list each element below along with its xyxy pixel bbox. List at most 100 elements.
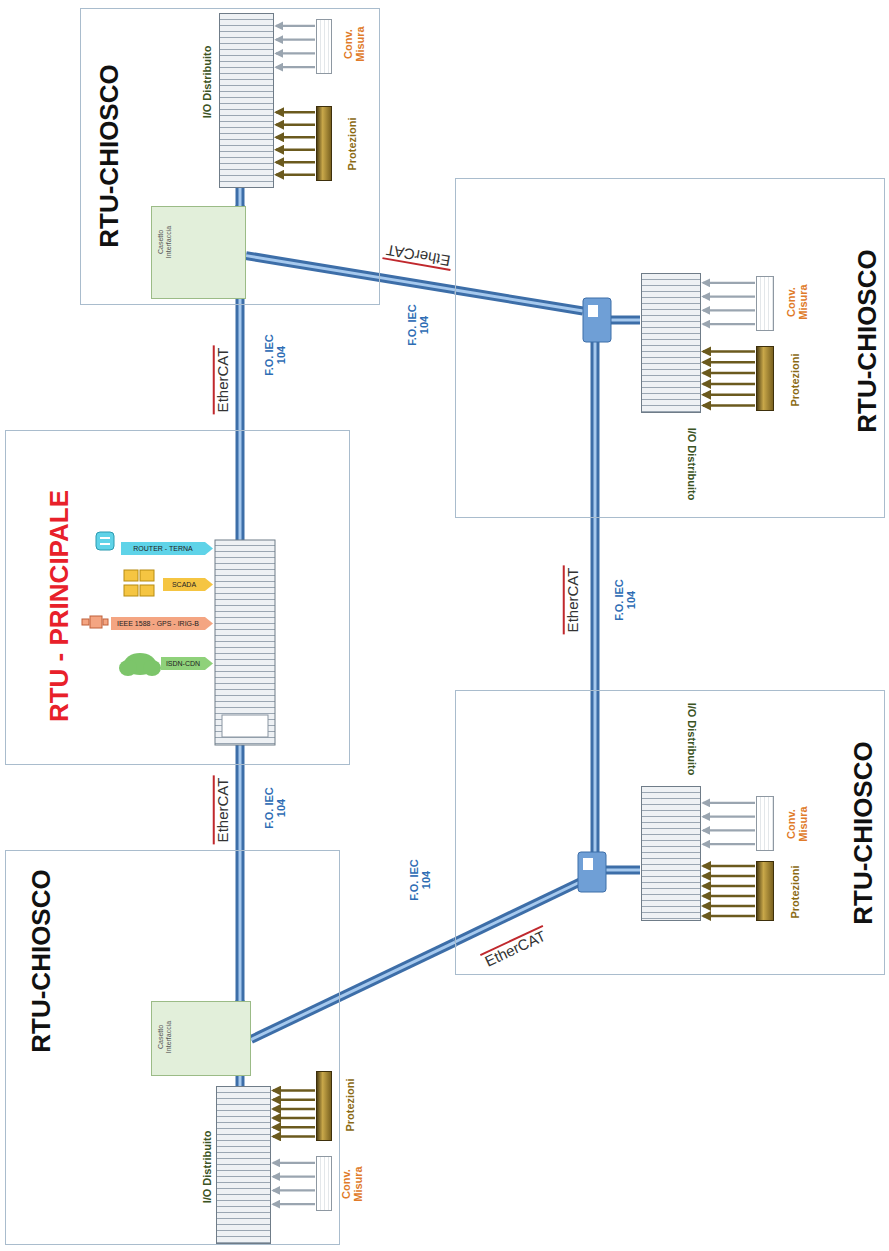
connector bbox=[276, 112, 315, 175]
protection-label: Protezioni bbox=[789, 865, 801, 918]
connector bbox=[273, 1163, 315, 1204]
edge-label: F.O. IEC 104 bbox=[408, 855, 432, 905]
drawing-part bbox=[588, 305, 598, 317]
connector-line bbox=[236, 765, 245, 1001]
connector-line bbox=[703, 905, 755, 908]
converter-label: Conv. Misura bbox=[342, 19, 366, 69]
connector bbox=[595, 518, 596, 690]
drawing-part bbox=[578, 852, 606, 892]
connector bbox=[240, 765, 241, 1001]
drawing-part bbox=[591, 342, 600, 517]
protection-box: Protezioni bbox=[756, 861, 774, 921]
drawing-part bbox=[140, 570, 154, 581]
region-box: RTU-CHIOSCOI/O DistribuitoConv. MisuraPr… bbox=[455, 690, 885, 975]
connector-line bbox=[703, 895, 755, 898]
connector bbox=[703, 283, 755, 324]
region-box: RTU-CHIOSCOI/O DistribuitoConv. MisuraPr… bbox=[455, 178, 885, 518]
drawing-part bbox=[222, 715, 268, 737]
connector-line bbox=[239, 1076, 242, 1086]
connector-line bbox=[276, 25, 315, 27]
drawing-part bbox=[140, 585, 154, 596]
ethercat-logo: EtherCAT bbox=[563, 566, 582, 635]
protection-label: Protezioni bbox=[789, 353, 801, 406]
connector-line bbox=[703, 816, 755, 818]
rack-label: I/O Distribuito bbox=[201, 46, 213, 119]
connector-line bbox=[703, 383, 755, 386]
connector-line bbox=[591, 518, 600, 690]
connector-line bbox=[703, 323, 755, 325]
connector-line bbox=[594, 518, 597, 690]
converter-label: Conv. Misura bbox=[340, 1159, 364, 1209]
drawing-part bbox=[455, 882, 580, 942]
region-box: RTU-CHIOSCOCasetto InterfacciaI/O Distri… bbox=[5, 850, 340, 1245]
connector bbox=[276, 26, 315, 67]
drawing-part bbox=[82, 619, 89, 625]
drawing-part bbox=[90, 616, 102, 628]
edge-label: F.O. IEC 104 bbox=[263, 330, 287, 380]
io-rack: I/O Distribuito bbox=[641, 786, 701, 921]
drawing-part bbox=[606, 869, 640, 872]
connector-line bbox=[703, 875, 755, 878]
connector-line bbox=[273, 1117, 315, 1120]
connector-line bbox=[236, 299, 245, 430]
connector bbox=[251, 942, 455, 1039]
connector-line bbox=[703, 372, 755, 375]
tag-text: SCADA bbox=[172, 581, 196, 588]
drawing-part bbox=[239, 430, 242, 540]
connector-line bbox=[703, 865, 755, 868]
connector-line bbox=[703, 404, 755, 407]
connector-line bbox=[276, 174, 315, 177]
converter-label: Conv. Misura bbox=[785, 799, 809, 849]
drawing-part bbox=[611, 319, 640, 322]
io-rack: I/O Distribuito bbox=[641, 273, 701, 413]
rack-label: I/O Distribuito bbox=[201, 1131, 213, 1204]
connector-line bbox=[239, 765, 242, 1001]
converter-box: Conv. Misura bbox=[756, 796, 774, 851]
drawer-label: Casetto Interfaccia bbox=[157, 217, 172, 267]
protection-label: Protezioni bbox=[346, 117, 358, 170]
arrow-tag: IEEE 1588 - GPS - IRIG-B bbox=[111, 617, 213, 630]
connector bbox=[240, 188, 241, 206]
connector-line bbox=[273, 1189, 315, 1191]
connector-line bbox=[703, 885, 755, 888]
connector-line bbox=[236, 1076, 245, 1086]
connector-line bbox=[703, 915, 755, 918]
region-box: RTU-CHIOSCOCasetto InterfacciaI/O Distri… bbox=[80, 8, 380, 305]
connector-line bbox=[703, 296, 755, 298]
connector-line bbox=[273, 1176, 315, 1178]
rack-label: I/O Distribuito bbox=[686, 703, 698, 776]
ethercat-logo: EtherCAT bbox=[213, 346, 232, 415]
drawing-part bbox=[611, 316, 640, 325]
connector-line bbox=[703, 843, 755, 845]
protection-label: Protezioni bbox=[344, 1078, 356, 1131]
connector-line bbox=[276, 136, 315, 139]
drawing-part bbox=[96, 532, 114, 550]
connector bbox=[273, 1091, 315, 1137]
connector-line bbox=[239, 188, 242, 206]
drawer-label: Casetto Interfaccia bbox=[157, 1012, 172, 1062]
drawing-part bbox=[455, 290, 583, 311]
connector bbox=[240, 299, 241, 430]
connector-line bbox=[273, 1135, 315, 1138]
connector-line bbox=[703, 394, 755, 397]
connector bbox=[703, 803, 755, 844]
drawing-part bbox=[594, 690, 597, 852]
connector-line bbox=[703, 350, 755, 353]
connector-line bbox=[703, 282, 755, 284]
drawing-part bbox=[124, 585, 138, 596]
drawing-part bbox=[236, 430, 245, 540]
drawing-part bbox=[606, 866, 640, 875]
connector-line bbox=[276, 149, 315, 152]
ethercat-logo: EtherCAT bbox=[480, 925, 550, 971]
region-heading: RTU-CHIOSCO bbox=[849, 741, 878, 924]
drawing-part bbox=[591, 690, 600, 852]
connector bbox=[240, 1076, 241, 1086]
connector-line bbox=[703, 802, 755, 804]
region-heading: RTU - PRINCIPALE bbox=[45, 490, 74, 722]
converter-label: Conv. Misura bbox=[785, 277, 809, 327]
connector-line bbox=[703, 309, 755, 311]
ethercat-logo: EtherCAT bbox=[383, 241, 454, 271]
